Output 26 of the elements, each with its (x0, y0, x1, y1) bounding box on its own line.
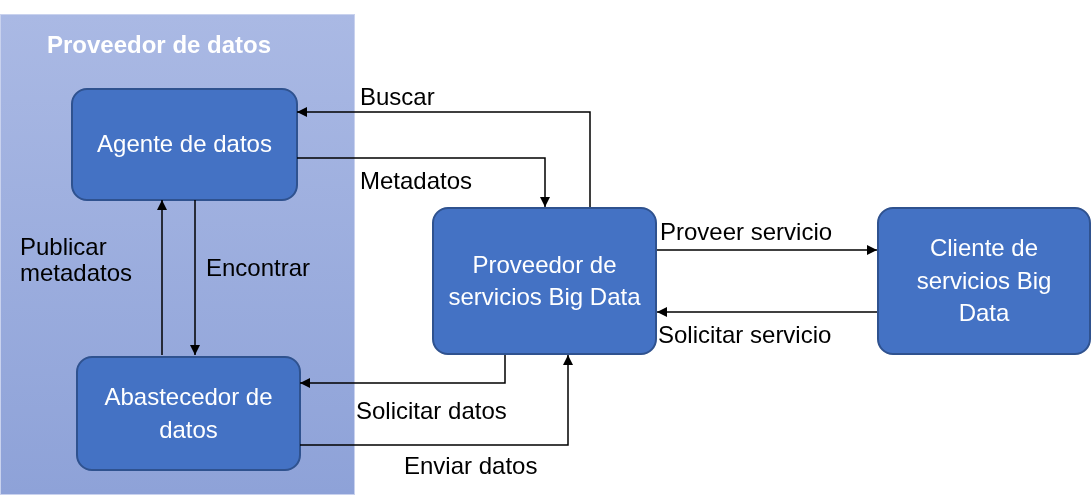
process-box (76, 356, 301, 471)
edge-label: Enviar datos (404, 453, 539, 480)
edge-label: Solicitar servicio (658, 322, 833, 349)
arrow (157, 199, 167, 356)
arrow (656, 307, 878, 317)
box-label: Proveedor de servicios Big Data (447, 249, 642, 312)
edge-label: Solicitar datos (356, 398, 508, 425)
edge-label: Proveer servicio (660, 219, 834, 246)
arrow (299, 354, 506, 388)
arrow (656, 245, 878, 255)
group-panel (0, 14, 355, 495)
process-box (432, 207, 657, 355)
arrow (299, 354, 573, 446)
arrow (296, 157, 550, 208)
process-box (877, 207, 1091, 355)
box-label: Cliente de servicios Big Data (915, 233, 1053, 329)
edge-label: Metadatos (360, 168, 474, 195)
process-box (71, 88, 298, 201)
arrow (296, 107, 591, 208)
edge-label: Buscar (360, 84, 436, 111)
box-label: Agente de datos (97, 129, 272, 160)
edge-label: Encontrar (206, 255, 312, 282)
arrow (190, 199, 200, 356)
box-label: Abastecedor de datos (103, 382, 274, 445)
panel-title: Proveedor de datos (47, 30, 272, 60)
edge-label: Publicar metadatos (20, 234, 134, 287)
